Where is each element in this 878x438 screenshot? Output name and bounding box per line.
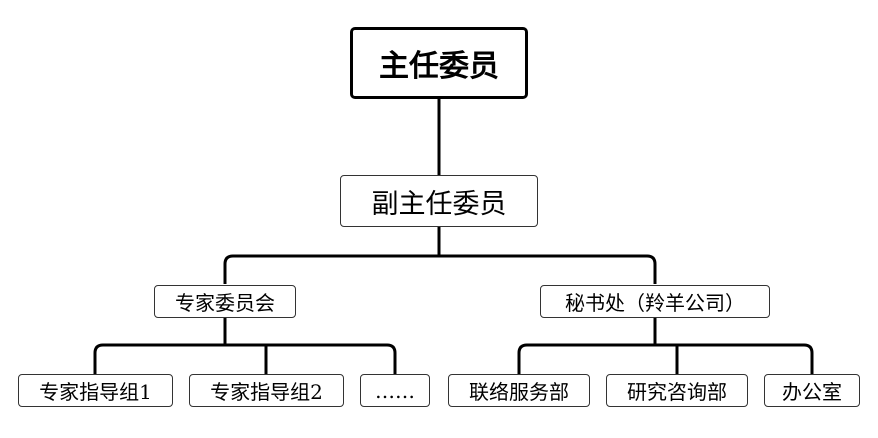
node-liaison-service-dept: 联络服务部 [448,374,590,407]
node-expert-group-2-label: 专家指导组2 [210,380,323,404]
connector-level1-branch [223,254,657,284]
node-office-label: 办公室 [782,380,842,404]
node-director-label: 主任委员 [379,49,499,84]
connector-sec-branch [517,343,814,374]
node-more-groups-label: …… [375,378,415,403]
node-research-consulting-dept-label: 研究咨询部 [627,380,727,404]
node-expert-group-1-label: 专家指导组1 [39,380,152,404]
node-expert-committee: 专家委员会 [154,285,296,318]
node-office: 办公室 [764,374,860,407]
node-secretariat-label: 秘书处（羚羊公司） [565,291,745,315]
node-director: 主任委员 [350,27,528,99]
node-deputy-director-label: 副主任委员 [371,188,507,220]
node-liaison-service-dept-label: 联络服务部 [469,380,569,404]
node-more-groups: …… [360,374,430,407]
node-expert-committee-label: 专家委员会 [175,291,275,315]
node-research-consulting-dept: 研究咨询部 [606,374,748,407]
connector-expert-branch [93,343,397,374]
node-expert-group-1: 专家指导组1 [18,374,173,407]
node-deputy-director: 副主任委员 [340,175,538,227]
node-expert-group-2: 专家指导组2 [189,374,344,407]
node-secretariat: 秘书处（羚羊公司） [540,285,770,318]
